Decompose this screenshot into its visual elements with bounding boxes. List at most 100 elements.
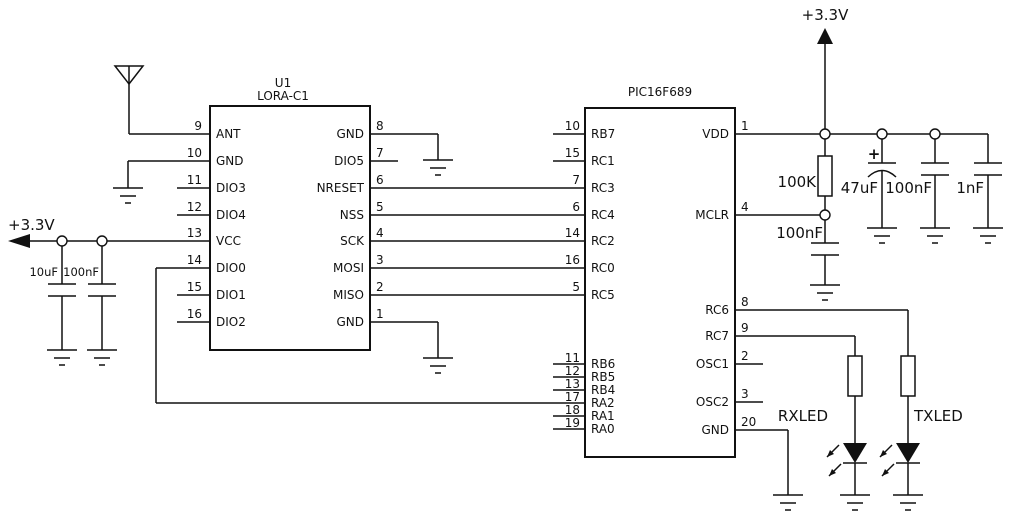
pin-number: 14 <box>187 253 202 267</box>
pin-number: 8 <box>376 119 384 133</box>
lora-refdes: U1 <box>275 76 291 90</box>
pin-name: DIO2 <box>216 315 246 329</box>
pin-name: RC6 <box>705 303 729 317</box>
ground-mclr-cap <box>809 284 841 301</box>
pin-number: 10 <box>565 119 580 133</box>
ground-100nf <box>919 227 951 244</box>
txled-label: TXLED <box>913 407 963 425</box>
pin-name: RC1 <box>591 154 615 168</box>
cap-47uf-plate-curved <box>867 169 897 178</box>
ground-lora-pin8 <box>422 159 454 176</box>
pin-number: 6 <box>376 173 384 187</box>
pin-name: OSC2 <box>696 395 729 409</box>
pin-name: MOSI <box>333 261 364 275</box>
pin-name: RA0 <box>591 422 615 436</box>
lora-module: U1 LORA-C1 9 10 11 12 13 14 15 16 ANT GN… <box>187 76 384 351</box>
vcc-right-label: +3.3V <box>802 6 849 24</box>
pin-number: 1 <box>376 307 384 321</box>
pin-name: GND <box>216 154 244 168</box>
junction-dot <box>96 235 108 247</box>
led-circuits: RXLED TXLED <box>735 309 963 511</box>
pin-number: 3 <box>741 387 749 401</box>
pin-name: MCLR <box>695 208 729 222</box>
antenna-symbol <box>113 65 210 135</box>
cap-100nf-left-symbol <box>87 283 117 297</box>
wire-dio0-ra2 <box>155 267 585 404</box>
power-arrow-up-icon <box>817 28 833 44</box>
pin-number: 2 <box>741 349 749 363</box>
cap-mclr-value: 100nF <box>776 224 823 242</box>
pin-number: 5 <box>572 280 580 294</box>
pin-number: 17 <box>565 390 580 404</box>
pin-name: RB5 <box>591 370 615 384</box>
junction-dot <box>819 209 831 221</box>
resistor-rxled-symbol <box>847 355 863 397</box>
pin-name: RC7 <box>705 329 729 343</box>
ground-txled <box>892 494 924 511</box>
pin-number: 19 <box>565 416 580 430</box>
power-arrow-left-icon <box>8 234 30 248</box>
pin-number: 6 <box>572 200 580 214</box>
pin-name: SCK <box>340 234 365 248</box>
ground-100nf-left <box>86 349 118 366</box>
pin-number: 15 <box>187 280 202 294</box>
pin-name: RA1 <box>591 409 615 423</box>
junction-dot <box>819 128 831 140</box>
pin-number: 11 <box>565 351 580 365</box>
pin-name: NSS <box>340 208 364 222</box>
lora-chip-body <box>209 105 371 351</box>
pic-mcu: PIC16F689 10 15 7 6 14 16 5 RB7 RC1 RC3 … <box>565 85 756 458</box>
pin-name: RA2 <box>591 396 615 410</box>
pin-number: 14 <box>565 226 580 240</box>
ground-lora-pin10 <box>112 187 144 204</box>
resistor-txled-symbol <box>900 355 916 397</box>
pin-number: 7 <box>376 146 384 160</box>
pin-name: GND <box>336 315 364 329</box>
pin-number: 13 <box>565 377 580 391</box>
pin-name: RB7 <box>591 127 615 141</box>
pin-name: DIO1 <box>216 288 246 302</box>
pin-number: 10 <box>187 146 202 160</box>
pin-number: 15 <box>565 146 580 160</box>
pin-number: 11 <box>187 173 202 187</box>
pin-name: VDD <box>702 127 729 141</box>
pin-number: 4 <box>376 226 384 240</box>
resistor-100k-value: 100K <box>778 173 818 191</box>
lora-part-name: LORA-C1 <box>257 89 309 103</box>
pic-chip-body <box>584 107 736 458</box>
pin-number: 4 <box>741 200 749 214</box>
pin-name: DIO5 <box>334 154 364 168</box>
ground-10uf <box>46 349 78 366</box>
pin-number: 18 <box>565 403 580 417</box>
pin-name: RC3 <box>591 181 615 195</box>
pin-number: 2 <box>376 280 384 294</box>
txled-symbol <box>879 442 921 477</box>
pin-name: RC0 <box>591 261 615 275</box>
pin-name: MISO <box>333 288 364 302</box>
rxled-label: RXLED <box>778 407 828 425</box>
pin-name: OSC1 <box>696 357 729 371</box>
pin-name: NRESET <box>317 181 365 195</box>
pin-number: 8 <box>741 295 749 309</box>
pin-number: 9 <box>741 321 749 335</box>
cap-100nf-symbol <box>920 162 950 176</box>
resistor-100k-symbol <box>817 155 833 197</box>
pin-number: 5 <box>376 200 384 214</box>
cap-1nf-symbol <box>973 162 1003 176</box>
pin-number: 7 <box>572 173 580 187</box>
cap-100nf-value: 100nF <box>885 179 932 197</box>
cap-47uf-value: 47uF <box>841 179 878 197</box>
rxled-symbol <box>826 442 868 477</box>
left-power-rail: +3.3V 10uF 100nF <box>8 216 210 366</box>
pin-number: 13 <box>187 226 202 240</box>
pin-name: RC5 <box>591 288 615 302</box>
cap-10uf-symbol <box>47 283 77 297</box>
pin-name: DIO3 <box>216 181 246 195</box>
pin-number: 12 <box>187 200 202 214</box>
right-power-rail: +3.3V 100K 100nF + 47uF 100nF 1n <box>735 6 1004 301</box>
pin-number: 1 <box>741 119 749 133</box>
pin-number: 12 <box>565 364 580 378</box>
cap-47uf-plus-sign: + <box>868 145 881 163</box>
